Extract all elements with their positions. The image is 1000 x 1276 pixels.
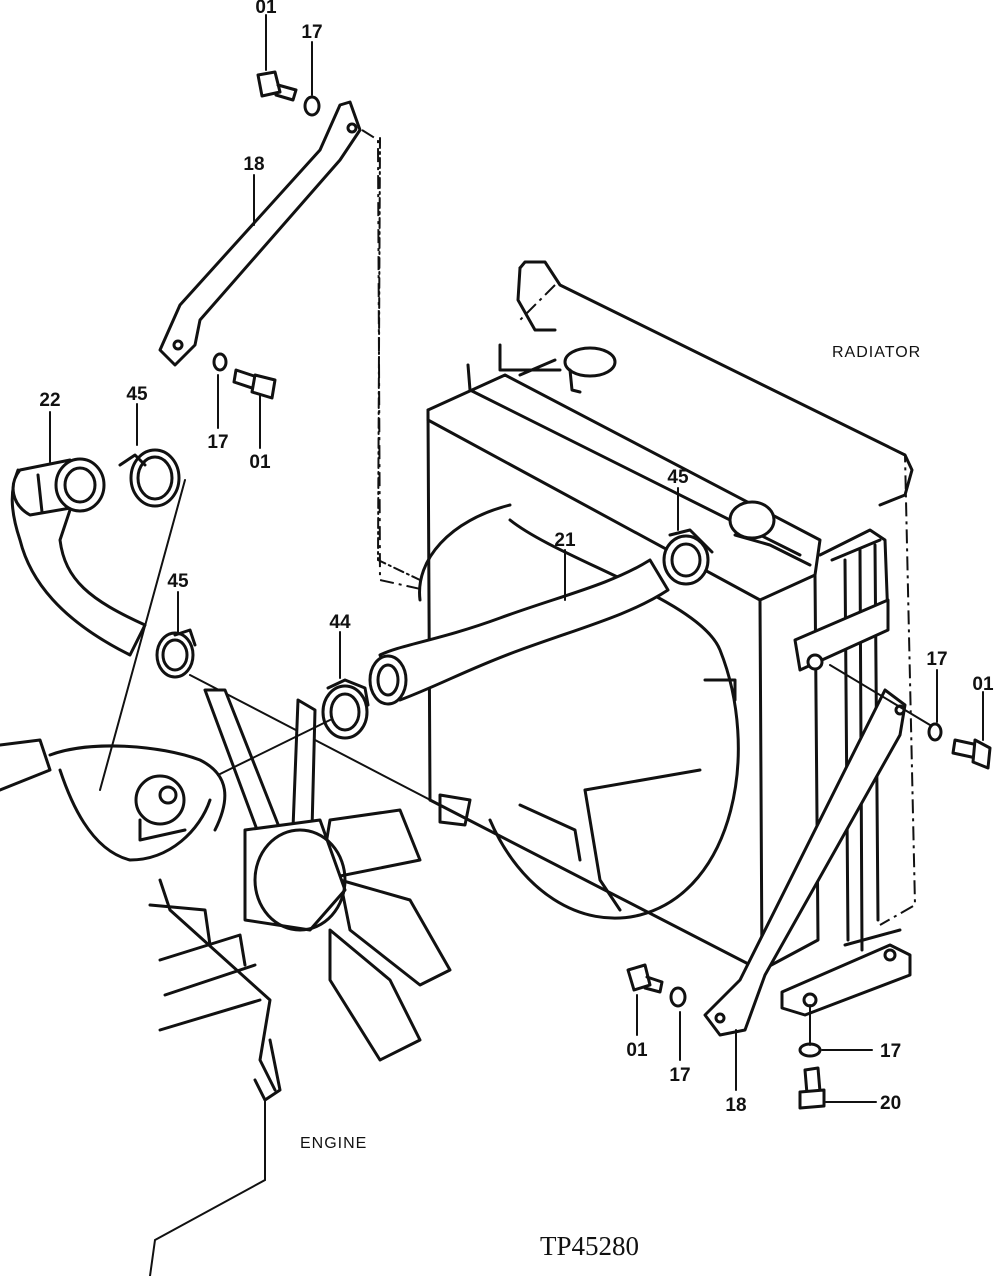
radiator-assembly xyxy=(418,260,917,1017)
callout-44: 44 xyxy=(329,612,351,633)
bolt-01-right xyxy=(951,738,992,770)
callout-18: 18 xyxy=(243,154,264,175)
callout-17: 17 xyxy=(926,649,947,670)
hose-clamp-45-left-top xyxy=(118,448,181,508)
radiator-stay-top xyxy=(158,100,426,591)
washer-17-mid xyxy=(212,352,228,372)
hose-clamp-45-left-bottom xyxy=(155,628,197,679)
bolt-01-top xyxy=(256,70,298,102)
washer-17-bottom xyxy=(669,986,687,1008)
bolt-01-bottom xyxy=(626,963,664,994)
bolt-20 xyxy=(798,1066,826,1110)
callout-01: 01 xyxy=(626,1040,648,1061)
callout-01: 01 xyxy=(972,674,994,695)
bolt-01-mid xyxy=(232,368,277,400)
callout-17: 17 xyxy=(880,1041,901,1062)
callout-17: 17 xyxy=(669,1065,690,1086)
drawing-number: TP45280 xyxy=(540,1231,639,1261)
washer-17-right xyxy=(927,722,943,742)
callout-22: 22 xyxy=(39,390,60,411)
callout-01: 01 xyxy=(249,452,271,473)
radiator-label: RADIATOR xyxy=(832,344,921,361)
callout-45: 45 xyxy=(126,384,148,405)
callout-17: 17 xyxy=(207,432,228,453)
callout-20: 20 xyxy=(880,1093,901,1114)
callout-leaders xyxy=(49,14,984,1103)
callout-01: 01 xyxy=(255,0,277,18)
callout-45: 45 xyxy=(167,571,189,592)
washer-17-top xyxy=(303,95,321,117)
engine-assembly xyxy=(0,688,452,1276)
upper-radiator-hose xyxy=(368,558,670,706)
lower-radiator-hose xyxy=(10,457,147,657)
callout-18: 18 xyxy=(725,1095,746,1116)
callout-17: 17 xyxy=(301,22,322,43)
radiator-cap xyxy=(518,346,617,394)
callout-labels: 01 17 18 17 01 22 45 45 44 21 45 17 01 0… xyxy=(39,0,994,1116)
engine-label: ENGINE xyxy=(300,1135,367,1152)
hose-clamp-44 xyxy=(321,678,370,740)
callout-45: 45 xyxy=(667,467,689,488)
callout-21: 21 xyxy=(554,530,576,551)
hose-clamp-45-right xyxy=(662,528,714,586)
